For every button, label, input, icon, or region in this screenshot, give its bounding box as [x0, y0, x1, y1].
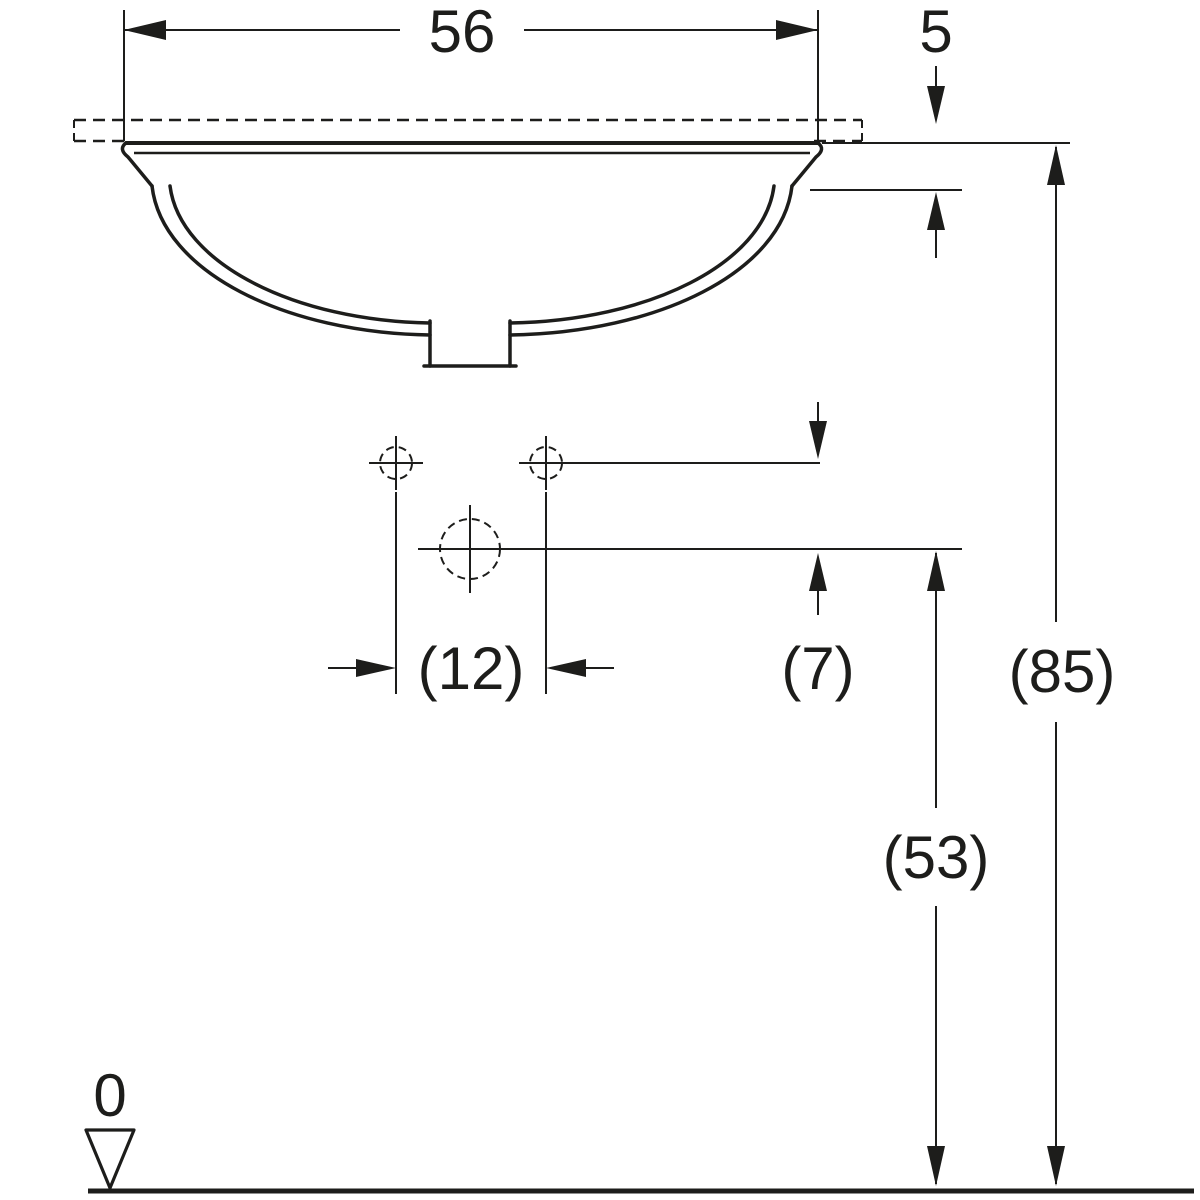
dimension-counter-to-rim: 5	[810, 0, 1070, 258]
bowl-outer-left	[150, 184, 432, 337]
bowl-inner-left	[168, 184, 432, 325]
dimension-label-tap-to-center: (7)	[781, 635, 854, 702]
rim-edge-right	[790, 141, 824, 188]
arrowhead-up	[927, 192, 945, 230]
dimension-label-counter-to-rim: 5	[919, 0, 952, 65]
tap-hole-left	[369, 436, 423, 490]
arrowhead-right	[776, 20, 818, 40]
washbasin-cross-section	[120, 141, 824, 368]
bowl-inner-right	[508, 184, 776, 325]
dimension-label-center-hole-height: (53)	[883, 824, 990, 891]
dimension-basin-width: 56	[123, 0, 819, 141]
dimension-center-hole-height: (53)	[883, 551, 990, 1186]
arrowhead-down	[809, 421, 827, 459]
dimension-label-rim-height: (85)	[1009, 638, 1116, 705]
dimension-label-basin-width: 56	[429, 0, 496, 65]
arrowhead-up	[809, 553, 827, 591]
arrowhead-up	[927, 551, 945, 591]
datum-zero-label: 0	[93, 1062, 126, 1129]
arrowhead-left-pointing	[546, 659, 586, 677]
dimension-rim-height: (85)	[1009, 145, 1116, 1186]
center-hole	[418, 505, 962, 593]
arrowhead-up	[1047, 145, 1065, 185]
dimension-tap-to-center: (7)	[781, 402, 855, 702]
countertop-section	[73, 118, 863, 143]
arrowhead-down	[1047, 1146, 1065, 1186]
bowl-outer-right	[508, 184, 794, 337]
arrowhead-left	[124, 20, 166, 40]
rim-edge-left	[120, 141, 154, 188]
arrowhead-down	[927, 86, 945, 124]
tap-hole-right	[519, 436, 820, 490]
datum-triangle-icon	[84, 1128, 136, 1190]
arrowhead-down	[927, 1146, 945, 1186]
dimension-tap-spacing: (12)	[328, 492, 614, 702]
arrowhead-right-pointing	[356, 659, 396, 677]
floor-datum: 0	[84, 1062, 1194, 1194]
dimension-label-tap-spacing: (12)	[418, 635, 525, 702]
